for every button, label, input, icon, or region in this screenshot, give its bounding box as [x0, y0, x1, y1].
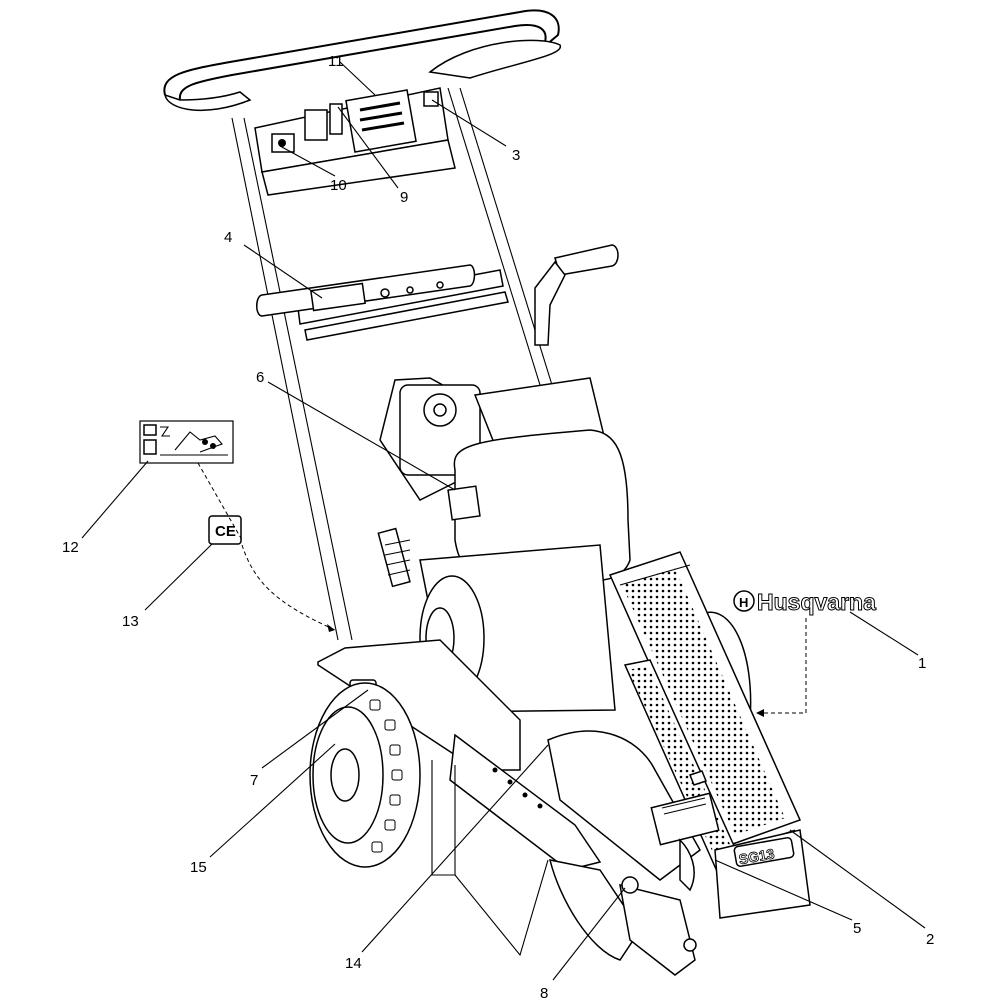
cut-depth-guide [431, 760, 549, 957]
callout-13: 13 [122, 613, 139, 630]
callout-10: 10 [330, 177, 347, 194]
callout-15: 15 [190, 859, 207, 876]
callout-14: 14 [345, 955, 362, 972]
wheel [309, 682, 421, 868]
control-bar [256, 264, 476, 317]
depth-lever [534, 244, 619, 346]
brand-logo-text: Husqvarna [757, 589, 876, 615]
ce-mark: CE [208, 515, 242, 545]
ce-mark-text: CE [215, 523, 236, 540]
callout-8: 8 [540, 985, 548, 1000]
callout-9: 9 [400, 189, 408, 206]
control-panel [254, 87, 456, 196]
callout-2: 2 [926, 931, 934, 948]
callout-11: 11 [328, 53, 344, 70]
callout-12: 12 [62, 539, 79, 556]
handle-loop [163, 9, 561, 111]
callout-3: 3 [512, 147, 520, 164]
callout-7: 7 [250, 772, 258, 789]
callout-labels: 1 2 3 4 5 6 7 8 9 10 11 12 13 14 15 [62, 53, 934, 1000]
brand-logo-decal: H Husqvarna [733, 589, 877, 616]
warning-decal [139, 420, 234, 464]
callout-1: 1 [918, 655, 926, 672]
leader-lines [81, 61, 926, 981]
placement-arrows [197, 462, 807, 717]
svg-text:H: H [739, 595, 748, 610]
model-decal: SG13 [738, 845, 776, 867]
callout-5: 5 [853, 920, 861, 937]
callout-4: 4 [224, 229, 232, 246]
callout-6: 6 [256, 369, 264, 386]
cutter-housing: SG13 [547, 730, 811, 976]
